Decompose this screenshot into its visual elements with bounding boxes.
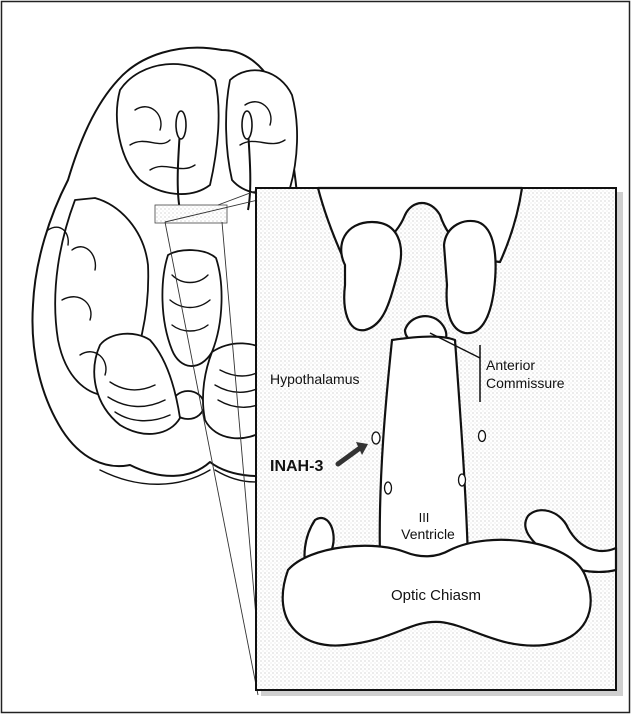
label-third-ventricle-numeral: III bbox=[419, 510, 430, 525]
inah3-nucleus bbox=[372, 432, 380, 444]
nucleus-left-lower bbox=[385, 482, 392, 494]
nucleus-right-lower bbox=[459, 474, 466, 486]
label-ventricle: Ventricle bbox=[401, 526, 455, 542]
nucleus-right-upper bbox=[479, 431, 486, 442]
label-hypothalamus: Hypothalamus bbox=[270, 371, 360, 387]
label-commissure: Commissure bbox=[486, 375, 565, 391]
label-inah3: INAH-3 bbox=[270, 458, 323, 475]
right-frontal-lobe bbox=[226, 70, 297, 194]
label-optic-chiasm: Optic Chiasm bbox=[391, 587, 481, 604]
chiasm-region-highlight bbox=[155, 205, 227, 223]
label-anterior: Anterior bbox=[486, 357, 535, 373]
right-lateral-ventricle bbox=[444, 221, 496, 333]
